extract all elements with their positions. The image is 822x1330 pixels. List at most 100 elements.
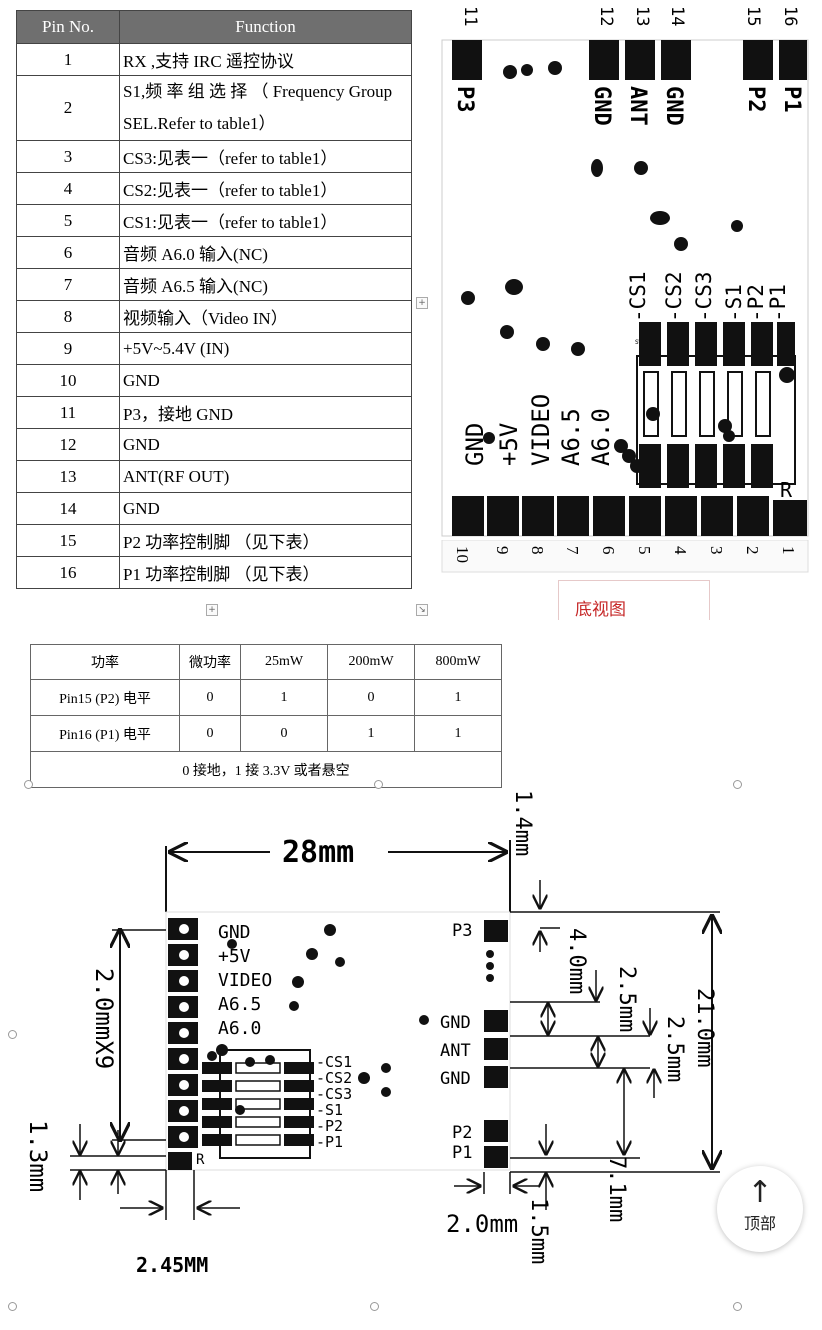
power-cell: 1	[414, 679, 502, 716]
pin-function-cell: CS1:见表一（refer to table1）	[119, 204, 412, 237]
pcb-bottom-view: 11 12 13 14 15 16 P3 GND ANT GND P2 P1 -…	[441, 6, 809, 537]
pin-function-cell: P1 功率控制脚 （见下表）	[119, 556, 412, 589]
selection-handle[interactable]	[733, 1302, 742, 1311]
selection-handle[interactable]	[8, 1030, 17, 1039]
switch-label: -CS1	[626, 271, 650, 322]
pin-function-cell: GND	[119, 428, 412, 461]
pin-number: 16	[780, 6, 800, 26]
r-mark: R	[780, 478, 793, 502]
pin-number-cell: 1	[16, 43, 120, 76]
pad	[452, 40, 482, 80]
pin-function-cell: GND	[119, 364, 412, 397]
power-cell: 0	[179, 715, 241, 752]
table-resize-icon[interactable]: ↘	[416, 604, 428, 616]
switch-label: -CS2	[316, 1069, 352, 1087]
power-row: Pin16 (P1) 电平 0 0 1 1	[30, 715, 502, 752]
left-label: GND	[461, 423, 489, 466]
selection-handle[interactable]	[370, 1302, 379, 1311]
pin-number: 1	[779, 546, 798, 555]
power-cell: 0	[240, 715, 328, 752]
power-cell: 0	[327, 679, 415, 716]
switch-label: -CS2	[662, 271, 686, 322]
bottom-left-label: 2.45MM	[136, 1253, 208, 1277]
back-to-top-button[interactable]: ↑ 顶部	[717, 1166, 803, 1252]
right-labels: P3 GND ANT GND P2 P1	[440, 921, 472, 1163]
selection-handle[interactable]	[733, 780, 742, 789]
selection-handle[interactable]	[374, 780, 383, 789]
selection-handle[interactable]	[24, 780, 33, 789]
right-label: GND	[440, 1013, 471, 1033]
back-to-top-label: 顶部	[743, 1214, 776, 1233]
height-label: 21.0mm	[692, 988, 717, 1067]
right-label: GND	[440, 1069, 471, 1089]
header-pin-no: Pin No.	[16, 10, 120, 44]
pin-function-cell: 音频 A6.0 输入(NC)	[119, 236, 412, 269]
pad-label: P1	[779, 86, 804, 113]
arrow-up-icon: ↑	[747, 1175, 773, 1210]
table-expand-icon[interactable]: +	[416, 297, 428, 309]
d-2-5a-label: 2.5mm	[614, 966, 639, 1032]
power-header-row: 功率 微功率 25mW 200mW 800mW	[30, 644, 502, 680]
power-cell: 0	[179, 679, 241, 716]
top-offset-label: 1.4mm	[510, 790, 535, 856]
pin-function-cell: S1,频 率 组 选 择 （ Frequency Group SEL.Refer…	[119, 75, 412, 141]
pin-number-cell: 16	[16, 556, 120, 589]
top-pads	[452, 40, 807, 80]
switch-labels: -CS1 -CS2 -CS3 -S1 -P2 -P1	[626, 271, 790, 322]
left-labels: GND +5V VIDEO A6.5 A6.0	[461, 394, 615, 466]
switch-label: -S1	[316, 1101, 343, 1119]
dip-switch: R	[196, 1049, 314, 1168]
left-label: +5V	[495, 423, 523, 466]
power-table: 功率 微功率 25mW 200mW 800mW Pin15 (P2) 电平 0 …	[30, 644, 502, 788]
pin-number-cell: 11	[16, 396, 120, 429]
pin-number-cell: 12	[16, 428, 120, 461]
right-pads	[419, 920, 508, 1168]
pin-number: 10	[453, 546, 472, 563]
table-add-row-icon[interactable]: +	[206, 604, 218, 616]
power-cell: 1	[414, 715, 502, 752]
bottom-view-caption: 底视图	[558, 580, 710, 620]
left-label: VIDEO	[218, 970, 272, 991]
power-note: 0 接地，1 接 3.3V 或者悬空	[30, 751, 502, 788]
pin-table-header: Pin No. Function	[16, 10, 412, 44]
pin-number: 14	[667, 6, 687, 26]
pad	[743, 40, 773, 80]
left-labels: GND +5V VIDEO A6.5 A6.0	[218, 922, 272, 1039]
pin-function-cell: CS3:见表一（refer to table1）	[119, 140, 412, 173]
left-label: A6.5	[218, 994, 261, 1015]
bottom-pin-number-strip: 10 9 8 7 6 5 4 3 2 1	[441, 540, 809, 573]
pad-label: P2	[743, 86, 768, 113]
selection-handle[interactable]	[8, 1302, 17, 1311]
left-offset-label: 1.3mm	[24, 1120, 52, 1192]
pin-number: 2	[743, 546, 762, 555]
pin-number-cell: 13	[16, 460, 120, 493]
right-label: P3	[452, 921, 472, 941]
switch-label: -P1	[316, 1133, 343, 1151]
width-label: 28mm	[282, 835, 354, 870]
pad	[589, 40, 619, 80]
left-label: VIDEO	[527, 394, 555, 466]
switch-label: -CS1	[316, 1053, 352, 1071]
pin-number: 5	[635, 546, 654, 555]
switch-labels: -CS1 -CS2 -CS3 -S1 -P2 -P1	[316, 1053, 352, 1151]
pad	[661, 40, 691, 80]
pad-label: ANT	[625, 86, 650, 126]
power-row: Pin15 (P2) 电平 0 1 0 1	[30, 679, 502, 716]
pad-label: GND	[589, 86, 614, 126]
r-mark: R	[196, 1152, 205, 1168]
power-cell: 1	[327, 715, 415, 752]
pin-number: 15	[743, 6, 763, 26]
pin-number: 3	[707, 546, 726, 555]
